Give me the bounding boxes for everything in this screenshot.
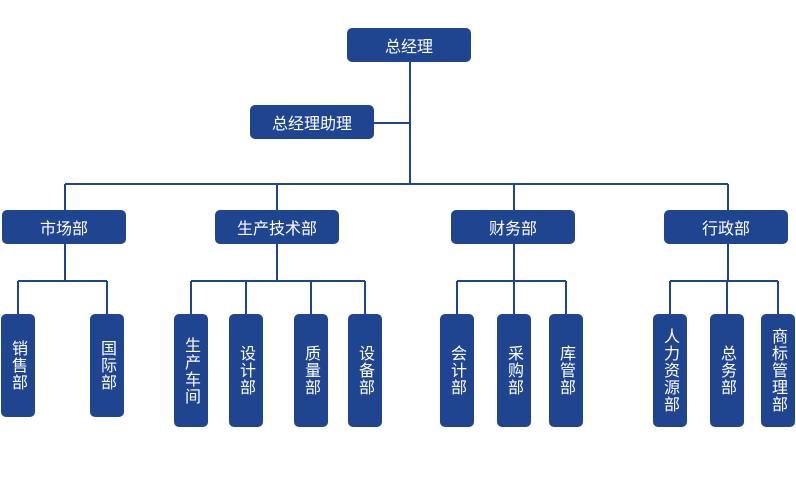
node-sub[interactable]: 质量部 bbox=[294, 314, 328, 427]
node-sub[interactable]: 采购部 bbox=[497, 314, 531, 427]
node-sub[interactable]: 设计部 bbox=[229, 314, 263, 427]
node-sub[interactable]: 销售部 bbox=[1, 314, 35, 417]
node-sub[interactable]: 国际部 bbox=[90, 314, 124, 417]
node-sub[interactable]: 库管部 bbox=[549, 314, 583, 427]
node-dept-admin[interactable]: 行政部 bbox=[664, 210, 788, 244]
node-dept-finance[interactable]: 财务部 bbox=[451, 210, 575, 244]
node-sub[interactable]: 会计部 bbox=[440, 314, 474, 427]
node-sub[interactable]: 商标管理部 bbox=[761, 314, 795, 427]
node-sub[interactable]: 生产车间 bbox=[174, 314, 208, 427]
node-ceo[interactable]: 总经理 bbox=[347, 28, 471, 62]
node-assistant[interactable]: 总经理助理 bbox=[250, 105, 374, 139]
node-dept-market[interactable]: 市场部 bbox=[2, 210, 126, 244]
node-sub[interactable]: 设备部 bbox=[348, 314, 382, 427]
node-sub[interactable]: 人力资源部 bbox=[653, 314, 687, 427]
node-sub[interactable]: 总务部 bbox=[710, 314, 744, 427]
node-dept-production[interactable]: 生产技术部 bbox=[215, 210, 339, 244]
